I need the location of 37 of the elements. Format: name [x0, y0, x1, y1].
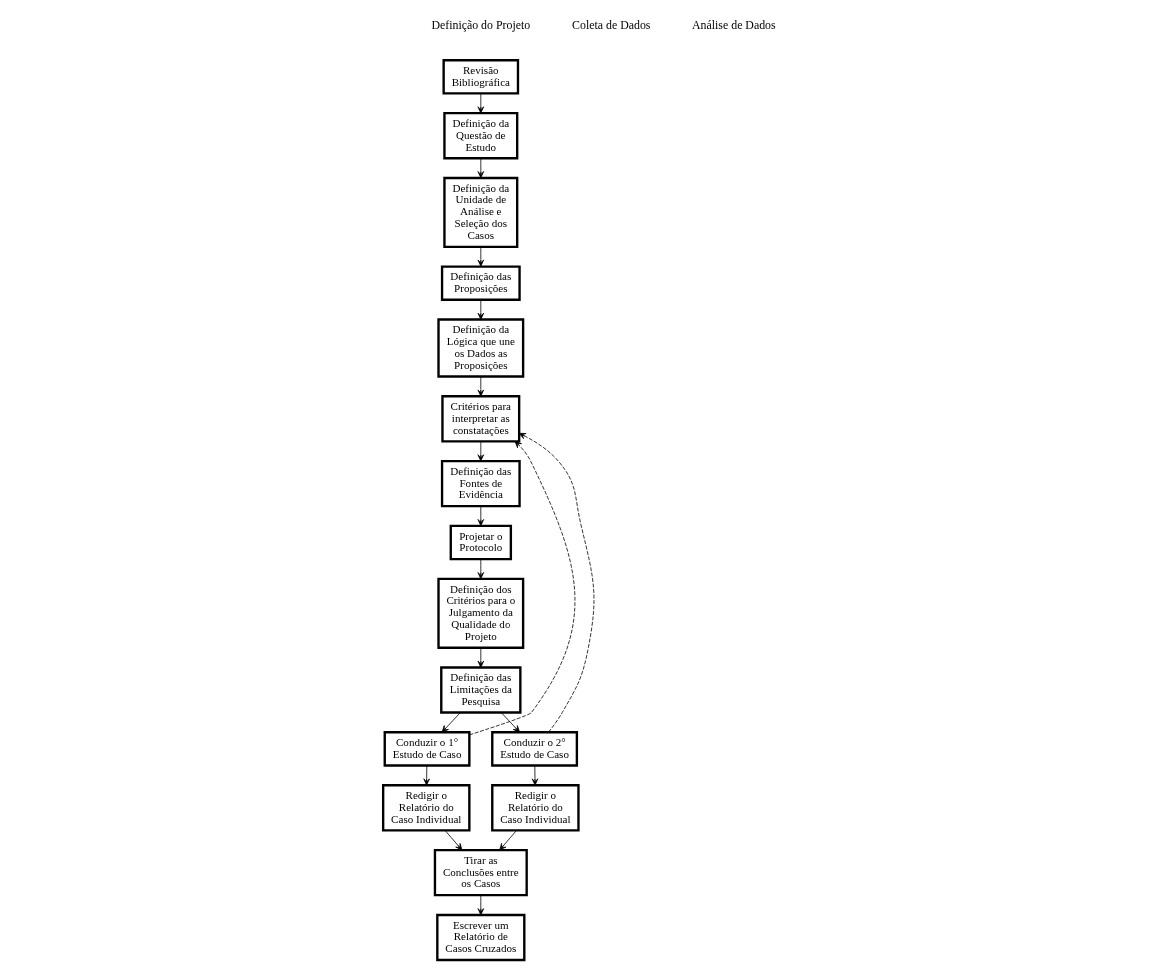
node-box: Conduzir o 1° Estudo de Caso	[383, 731, 471, 767]
arrow	[441, 712, 461, 733]
arrow	[477, 506, 485, 527]
arrow	[477, 894, 485, 916]
label: Análise de Dados	[692, 17, 776, 32]
node-box: Definição das Fontes de Evidência	[440, 459, 521, 508]
node-box: Redigir o Relatório do Caso Individual	[491, 784, 580, 832]
arrow	[531, 765, 539, 786]
arrow	[469, 440, 576, 736]
node-box: Critérios para interpretar as constatações	[441, 395, 521, 443]
label: Coleta de Dados	[572, 17, 651, 32]
node-box: Redigir o Relatório do Caso Individual	[381, 784, 471, 832]
label: Definição do Projeto	[431, 17, 531, 32]
arrow	[518, 432, 595, 733]
node-box: Definição da Unidade de Análise e Seleção dos Casos	[443, 176, 519, 248]
node-box: Tirar as Conclusões entre os Casos	[433, 848, 528, 897]
node-box: Definição das Proposições	[440, 265, 521, 301]
arrow	[477, 246, 485, 267]
node-box: Projetar o Protocolo	[449, 524, 513, 561]
arrow	[477, 376, 485, 397]
arrow	[477, 440, 485, 462]
node-box: Definição dos Critérios para o Julgamento da Qualidade do Projeto	[437, 577, 525, 649]
arrow	[477, 299, 485, 320]
arrow	[477, 158, 485, 179]
arrow	[477, 558, 485, 580]
arrow	[444, 829, 463, 851]
arrow	[501, 712, 520, 733]
node-box: Conduzir o 2° Estudo de Caso	[491, 731, 579, 767]
node-box: Definição da Questão de Estudo	[443, 112, 519, 160]
arrow	[423, 765, 430, 786]
arrow	[477, 647, 485, 668]
arrow	[477, 93, 485, 114]
node-box: Definição das Limitações da Pesquisa	[440, 666, 522, 714]
node-box: Definição da Lógica que une os Dados as Proposições	[437, 318, 525, 378]
node-box: Revisão Bibliográfica	[442, 59, 520, 95]
node-box: Escrever um Relatório de Casos Cruzados	[436, 913, 526, 962]
arrow	[499, 829, 517, 851]
